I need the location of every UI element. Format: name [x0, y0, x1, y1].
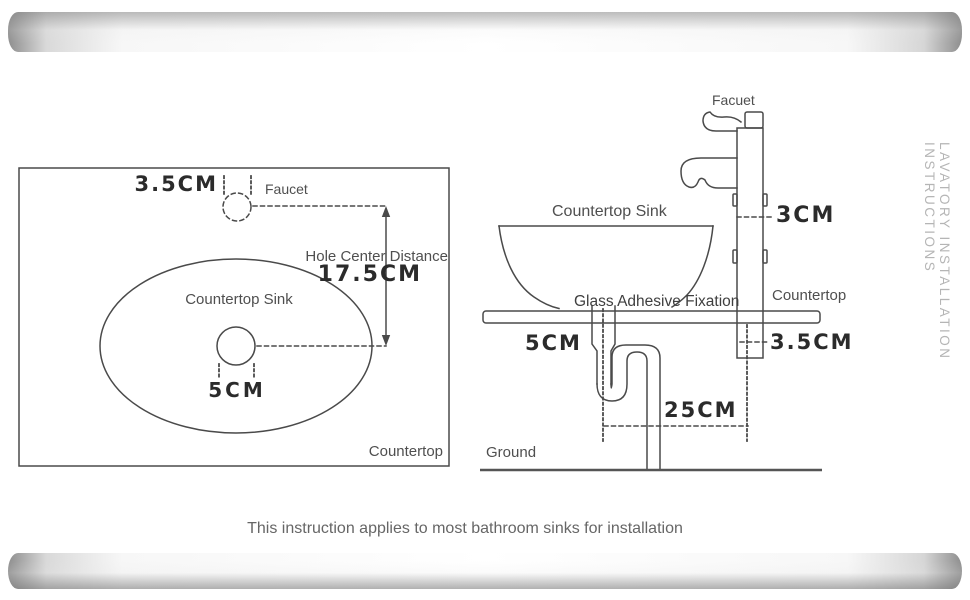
page-curl-bottom-decoration: [8, 553, 962, 589]
adhesive-label: Glass Adhesive Fixation: [574, 293, 740, 310]
drain-pipe-left-wall: [591, 305, 598, 385]
faucet-notch-right-lower: [762, 249, 768, 264]
hole-center-distance-label: Hole Center Distance: [305, 248, 448, 265]
drain-supply-distance-dimension: 25CM: [664, 398, 738, 422]
supply-hole-dimension: 3.5CM: [770, 330, 854, 354]
countertop-outline: [18, 167, 450, 467]
caption-text: This instruction applies to most bathroo…: [247, 520, 683, 537]
side-view-diagram: [480, 111, 822, 472]
spout-height-dimension: 3CM: [776, 203, 836, 228]
arrowhead-down: [381, 335, 391, 346]
top-view-drain-dimension: 5CM: [208, 378, 266, 402]
faucet-handle: [702, 111, 743, 132]
side-view-countertop-label: Countertop: [772, 287, 847, 304]
countertop-slab: [482, 310, 821, 324]
sink-wall-right: [670, 225, 714, 309]
top-view-faucet-label: Faucet: [265, 181, 308, 197]
faucet-hole: [222, 192, 252, 222]
trap-inner-wall: [610, 344, 661, 471]
faucet-notch-right-upper: [762, 193, 768, 207]
arrowhead-up: [381, 206, 391, 217]
top-view-countertop-label: Countertop: [368, 443, 443, 460]
faucet-cap: [744, 111, 764, 129]
ground-label: Ground: [486, 444, 537, 461]
trap-outer-wall: [596, 351, 648, 471]
faucet-spout: [680, 157, 738, 189]
side-view-drain-dimension: 5CM: [525, 331, 582, 355]
drain-pipe-right-wall: [610, 305, 616, 385]
side-view-faucet-label: Facuet: [712, 92, 755, 108]
faucet-notch-left-lower: [732, 249, 738, 264]
sink-wall-left: [498, 225, 560, 310]
top-view-sink-label: Countertop Sink: [185, 291, 293, 308]
drain-hole: [216, 326, 256, 366]
vertical-watermark-text: LAVATORY INSTALLATION INSTRUCTIONS: [922, 142, 952, 361]
page-curl-top-decoration: [8, 12, 962, 52]
top-view-faucet-hole-dimension: 3.5CM: [134, 172, 218, 196]
side-view-sink-label: Countertop Sink: [552, 203, 667, 220]
top-view-diagram: [18, 167, 450, 467]
hole-center-distance-value: 17.5CM: [317, 262, 422, 287]
faucet-notch-left-upper: [732, 193, 738, 207]
